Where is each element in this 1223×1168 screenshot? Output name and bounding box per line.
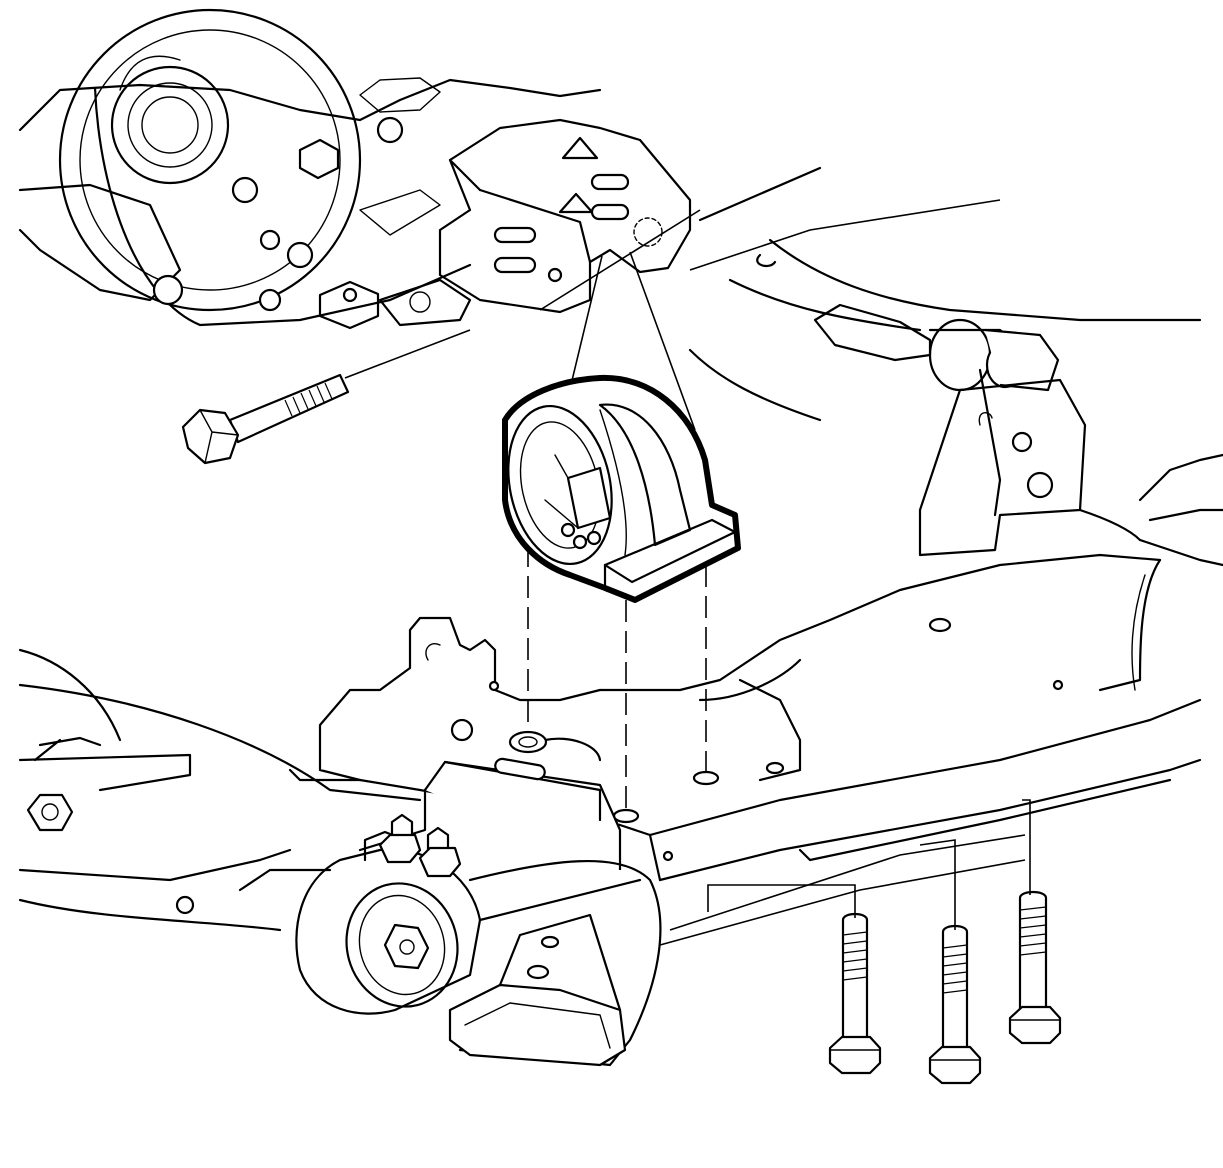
transaxle-bracket <box>378 118 692 327</box>
frame-crossmember <box>18 166 1223 932</box>
hex-bolt-icon <box>828 912 882 1075</box>
front-mount <box>238 757 662 1067</box>
transaxle-mount <box>502 374 741 603</box>
through-bolt <box>181 209 701 465</box>
hex-bolt-icon <box>1008 890 1062 1045</box>
mount-to-frame-bolts <box>659 799 1062 1085</box>
transaxle-housing <box>18 8 602 330</box>
hex-bolt-icon <box>928 924 982 1085</box>
leader-line <box>629 251 696 431</box>
